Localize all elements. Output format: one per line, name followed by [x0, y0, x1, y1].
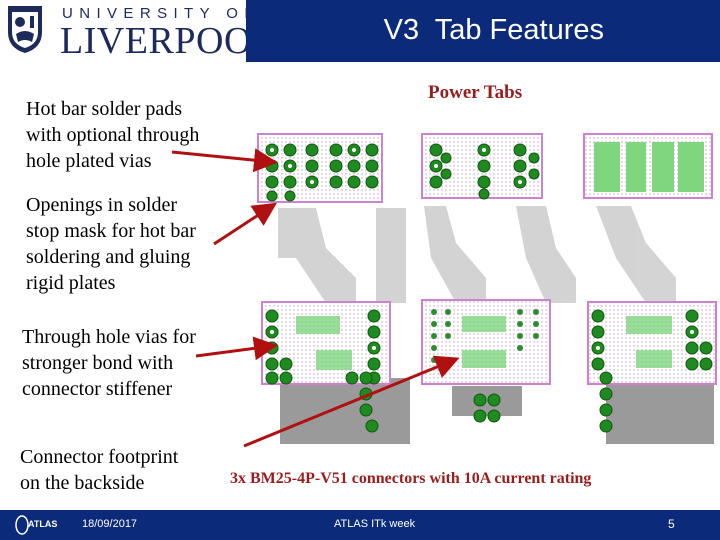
title-bar: V3 Tab Features [246, 0, 720, 62]
label-line: hole plated vias [26, 150, 152, 172]
footer-event: ATLAS ITk week [334, 518, 416, 530]
pcb-layout-image [257, 133, 717, 444]
connector-caption: 3x BM25-4P-V51 connectors with 10A curre… [230, 470, 592, 487]
label-line: Hot bar solder pads [26, 98, 183, 120]
page-title: V3 Tab Features [383, 14, 604, 46]
label-line: connector stiffener [22, 378, 173, 400]
power-tabs-title: Power Tabs [428, 82, 523, 103]
label-line: soldering and gluing [26, 246, 191, 268]
label-line: Connector footprint [20, 446, 179, 468]
openings-label: Openings in solder stop mask for hot bar… [26, 192, 196, 296]
label-line: stop mask for hot bar [26, 220, 196, 242]
through-hole-label: Through hole vias for stronger bond with… [22, 324, 196, 402]
atlas-logo-text: ATLAS [28, 519, 57, 529]
university-label: UNIVERSITY OF [62, 5, 260, 22]
label-line: stronger bond with [22, 352, 174, 374]
connector-footprint-label: Connector footprint on the backside [20, 444, 178, 496]
label-line: with optional through [26, 124, 200, 146]
label-line: Through hole vias for [22, 326, 196, 348]
label-line: on the backside [20, 472, 145, 494]
label-line: Openings in solder [26, 194, 178, 216]
hot-bar-pads-label: Hot bar solder pads with optional throug… [26, 96, 199, 174]
university-crest-icon [8, 6, 42, 53]
atlas-logo-icon: ATLAS [15, 515, 57, 535]
page-number: 5 [668, 517, 675, 531]
footer-date: 18/09/2017 [82, 518, 138, 530]
header: UNIVERSITY OF LIVERPOOL V3 Tab Features [0, 0, 720, 62]
label-line: rigid plates [26, 272, 116, 294]
liverpool-wordmark: LIVERPOOL [60, 20, 276, 62]
footer: ATLAS 18/09/2017 ATLAS ITk week 5 [0, 510, 720, 540]
